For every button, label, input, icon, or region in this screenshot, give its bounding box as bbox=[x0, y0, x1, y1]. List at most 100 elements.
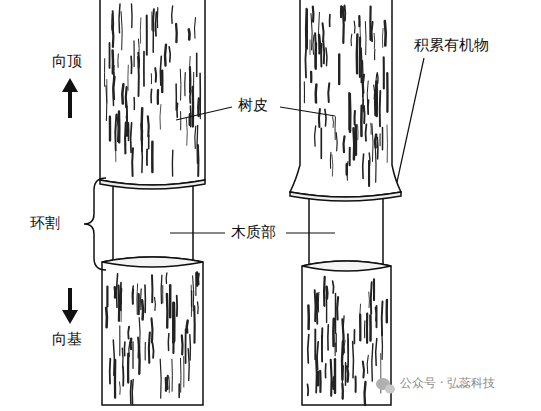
bark-stroke bbox=[341, 341, 344, 379]
bark-stroke bbox=[140, 289, 142, 310]
bark-stroke bbox=[351, 34, 353, 46]
bark-stroke bbox=[152, 318, 153, 342]
bark-stroke bbox=[154, 297, 156, 310]
xylem bbox=[113, 178, 193, 262]
bark-stroke bbox=[122, 367, 124, 386]
bark-stroke bbox=[130, 381, 132, 404]
bark-stroke bbox=[161, 71, 163, 92]
bark-stroke bbox=[137, 338, 140, 358]
direction-label: 向顶 bbox=[50, 52, 84, 70]
bark-stroke bbox=[133, 98, 135, 110]
bark-stroke bbox=[143, 52, 145, 87]
bark-stroke bbox=[132, 290, 134, 304]
bark-stroke bbox=[346, 162, 348, 181]
bark-stroke bbox=[117, 54, 118, 67]
bark-stroke bbox=[314, 33, 317, 67]
bark-stroke bbox=[304, 82, 305, 103]
bark-stroke bbox=[336, 133, 338, 151]
bark-stroke bbox=[191, 285, 192, 316]
bark-stroke bbox=[379, 91, 381, 126]
bark-stroke bbox=[381, 302, 384, 336]
bark-stroke bbox=[193, 72, 194, 108]
bark-stroke bbox=[346, 367, 349, 382]
bark-stroke bbox=[382, 128, 384, 150]
bark-stroke bbox=[157, 8, 159, 28]
bark-stroke bbox=[152, 9, 155, 31]
bark-stroke bbox=[352, 342, 354, 378]
bark-stroke bbox=[325, 48, 327, 66]
bark-stroke bbox=[326, 289, 328, 322]
bark-stroke bbox=[172, 150, 174, 176]
bark-stroke bbox=[109, 43, 111, 68]
bark-stroke bbox=[363, 361, 364, 377]
bark-stroke bbox=[312, 7, 315, 22]
bark-stroke bbox=[162, 286, 163, 304]
bark-stroke bbox=[344, 6, 347, 21]
bark-stroke bbox=[330, 360, 333, 396]
bark-stroke bbox=[169, 47, 170, 62]
bark-stroke bbox=[370, 282, 373, 314]
bark-stroke bbox=[137, 57, 140, 96]
bark-stroke bbox=[166, 294, 169, 328]
bark-stroke bbox=[152, 344, 155, 358]
bark-stroke bbox=[121, 12, 122, 50]
bark-stroke bbox=[196, 125, 198, 163]
direction-arrows bbox=[62, 78, 78, 324]
bark-stroke bbox=[340, 6, 342, 17]
bark-stroke bbox=[363, 382, 366, 405]
bark-stroke bbox=[131, 148, 134, 176]
bark-stroke bbox=[129, 342, 130, 356]
bark-stroke bbox=[376, 74, 377, 96]
bark-stroke bbox=[327, 325, 329, 350]
bark-stroke bbox=[126, 100, 127, 137]
bark-stroke bbox=[146, 16, 148, 55]
bark-stroke bbox=[194, 126, 196, 148]
bark-stroke bbox=[186, 321, 189, 333]
bark-stroke bbox=[194, 18, 196, 39]
bark-stroke bbox=[342, 136, 345, 152]
bark-stroke bbox=[308, 335, 309, 363]
bark-stroke bbox=[151, 142, 154, 172]
bark-stroke bbox=[189, 90, 191, 103]
bark-stroke bbox=[386, 73, 388, 112]
part-label: 环割 bbox=[28, 214, 62, 232]
bark-stroke bbox=[336, 334, 337, 352]
bark-stroke bbox=[370, 123, 371, 134]
bark-stroke bbox=[335, 117, 336, 140]
bark-stroke bbox=[171, 359, 172, 391]
bark-stroke bbox=[363, 75, 364, 93]
bark-stroke bbox=[359, 304, 361, 328]
bark-stroke bbox=[132, 379, 134, 405]
bark-stroke bbox=[180, 112, 181, 130]
bark-stroke bbox=[144, 285, 146, 312]
bark-stroke bbox=[383, 57, 385, 88]
bark-stroke bbox=[119, 326, 120, 356]
bark-stroke bbox=[334, 359, 336, 393]
bark-stroke bbox=[316, 299, 319, 324]
bark-stroke bbox=[369, 153, 371, 166]
bark-stroke bbox=[148, 136, 150, 149]
bark-stroke bbox=[160, 56, 163, 85]
bark-stroke bbox=[122, 348, 124, 367]
bark-stroke bbox=[181, 335, 184, 354]
bark-stroke bbox=[130, 56, 132, 73]
bark-stroke bbox=[104, 59, 105, 87]
bark-stroke bbox=[197, 99, 200, 116]
bark-stroke bbox=[124, 342, 126, 356]
bark-stroke bbox=[105, 308, 108, 327]
bark-stroke bbox=[109, 359, 111, 384]
bark-stroke bbox=[354, 21, 356, 33]
bark-stroke bbox=[164, 45, 167, 66]
bark-stroke bbox=[157, 90, 160, 104]
bark-stroke bbox=[178, 384, 180, 397]
bark-stroke bbox=[106, 287, 108, 307]
bark-stroke bbox=[189, 56, 191, 73]
bark-stroke bbox=[374, 49, 375, 60]
bark-stroke bbox=[197, 302, 199, 314]
bark-stroke bbox=[140, 108, 143, 140]
bark-stroke bbox=[364, 321, 366, 338]
bark-stroke bbox=[109, 117, 112, 141]
bark-stroke bbox=[375, 308, 377, 321]
bark-stroke bbox=[336, 297, 339, 319]
bark-stroke bbox=[196, 53, 198, 76]
